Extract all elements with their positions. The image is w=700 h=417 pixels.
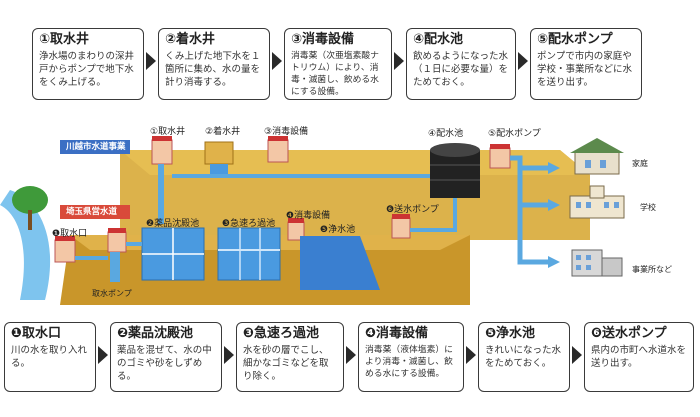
bottom-step-title: ❺浄水池: [485, 326, 536, 341]
label-top-reservoir: ④配水池: [428, 129, 464, 139]
clear-well: [300, 236, 380, 290]
city-banner: 川越市水道事業: [60, 140, 130, 154]
label-intake: ❶取水口: [52, 229, 88, 239]
filtration-basin: [217, 227, 281, 281]
bottom-step-body: 薬品を混ぜて、水の中のゴミや砂をしずめる。: [117, 345, 212, 382]
top-step-3: ③消毒設備 消毒薬（次亜塩素酸ナトリウム）により、消毒・滅菌し、飲める水にする設…: [284, 28, 392, 100]
bottom-step-3: ❸急速ろ過池 水を砂の層でこし、細かなゴミなどを取り除く。: [236, 322, 344, 392]
bottom-step-6: ❻送水ポンプ 県内の市町へ水道水を送り出す。: [584, 322, 694, 392]
arrow-right-icon: [146, 52, 156, 70]
bottom-step-title: ❷薬品沈殿池: [117, 326, 194, 341]
top-step-body: ポンプで市内の家庭や学校・事業所などに水を送り出す。: [537, 51, 633, 88]
top-step-body: くみ上げた地下水を１箇所に集め、水の量を計り消毒する。: [165, 51, 261, 88]
label-intake-pump: 取水ポンプ: [92, 289, 132, 298]
bottom-step-body: きれいになった水をためておく。: [485, 345, 562, 369]
arrow-right-icon: [466, 346, 476, 364]
label-top-receiving: ②着水井: [205, 127, 241, 137]
top-step-body: 飲めるようになった水（１日に必要な量）をためておく。: [413, 51, 509, 88]
top-step-1: ①取水井 浄水場のまわりの深井戸からポンプで地下水をくみ上げる。: [32, 28, 144, 100]
top-step-title: ①取水井: [39, 32, 90, 47]
top-step-body: 消毒薬（次亜塩素酸ナトリウム）により、消毒・滅菌し、飲める水にする設備。: [291, 51, 379, 97]
top-step-5: ⑤配水ポンプ ポンプで市内の家庭や学校・事業所などに水を送り出す。: [530, 28, 642, 100]
bottom-step-title: ❶取水口: [11, 326, 62, 341]
top-step-title: ③消毒設備: [291, 32, 355, 47]
arrow-right-icon: [98, 346, 108, 364]
bottom-step-2: ❷薬品沈殿池 薬品を混ぜて、水の中のゴミや砂をしずめる。: [110, 322, 222, 392]
arrow-right-icon: [394, 52, 404, 70]
label-clear-well: ❺浄水池: [320, 225, 356, 235]
bottom-step-title: ❻送水ポンプ: [591, 326, 667, 341]
receiving-well: [204, 141, 234, 165]
bottom-step-4: ❹消毒設備 消毒薬（液体塩素）により消毒・滅菌し、飲める水にする設備。: [358, 322, 464, 392]
house-icon: [570, 138, 624, 175]
top-step-4: ④配水池 飲めるようになった水（１日に必要な量）をためておく。: [406, 28, 516, 100]
prefecture-banner: 埼玉県営水道: [60, 205, 130, 219]
top-step-body: 浄水場のまわりの深井戸からポンプで地下水をくみ上げる。: [39, 51, 135, 88]
label-business: 事業所など: [632, 265, 672, 274]
top-step-title: ②着水井: [165, 32, 216, 47]
reservoir-tank: [430, 150, 480, 198]
top-step-2: ②着水井 くみ上げた地下水を１箇所に集め、水の量を計り消毒する。: [158, 28, 270, 100]
label-sedimentation: ❷薬品沈殿池: [146, 219, 200, 229]
distribution-pump: [489, 147, 511, 169]
intake-pump: [107, 231, 127, 253]
bottom-step-body: 県内の市町へ水道水を送り出す。: [591, 345, 687, 369]
bottom-step-body: 水を砂の層でこし、細かなゴミなどを取り除く。: [243, 345, 329, 382]
arrow-right-icon: [272, 52, 282, 70]
label-disinfection: ❹消毒設備: [286, 211, 331, 221]
intake-building: [54, 239, 76, 263]
bottom-step-title: ❸急速ろ過池: [243, 326, 320, 341]
label-filtration: ❸急速ろ過池: [222, 219, 276, 229]
arrow-right-icon: [224, 346, 234, 364]
label-top-pump: ⑤配水ポンプ: [488, 129, 541, 139]
bottom-step-body: 消毒薬（液体塩素）により消毒・滅菌し、飲める水にする設備。: [365, 345, 453, 379]
river: [0, 190, 51, 300]
upper-disinfection: [267, 139, 289, 163]
label-home: 家庭: [632, 159, 648, 168]
office-building-icon: [571, 249, 623, 277]
label-top-well: ①取水井: [150, 127, 186, 137]
bottom-step-body: 川の水を取り入れる。: [11, 345, 88, 369]
arrow-right-icon: [572, 346, 582, 364]
label-school: 学校: [640, 203, 656, 212]
transmission-pump: [391, 217, 411, 239]
arrow-right-icon: [518, 52, 528, 70]
school-icon: [569, 185, 625, 219]
bottom-step-1: ❶取水口 川の水を取り入れる。: [4, 322, 96, 392]
tree-icon: [12, 186, 48, 214]
bottom-step-5: ❺浄水池 きれいになった水をためておく。: [478, 322, 570, 392]
distribution-pipe: [510, 155, 548, 265]
label-top-disinfect: ③消毒設備: [264, 127, 309, 137]
top-step-title: ⑤配水ポンプ: [537, 32, 613, 47]
label-transmission-pump: ❻送水ポンプ: [386, 205, 439, 215]
bottom-step-title: ❹消毒設備: [365, 326, 429, 341]
well-building: [151, 139, 173, 165]
top-step-title: ④配水池: [413, 32, 464, 47]
arrow-right-icon: [346, 346, 356, 364]
